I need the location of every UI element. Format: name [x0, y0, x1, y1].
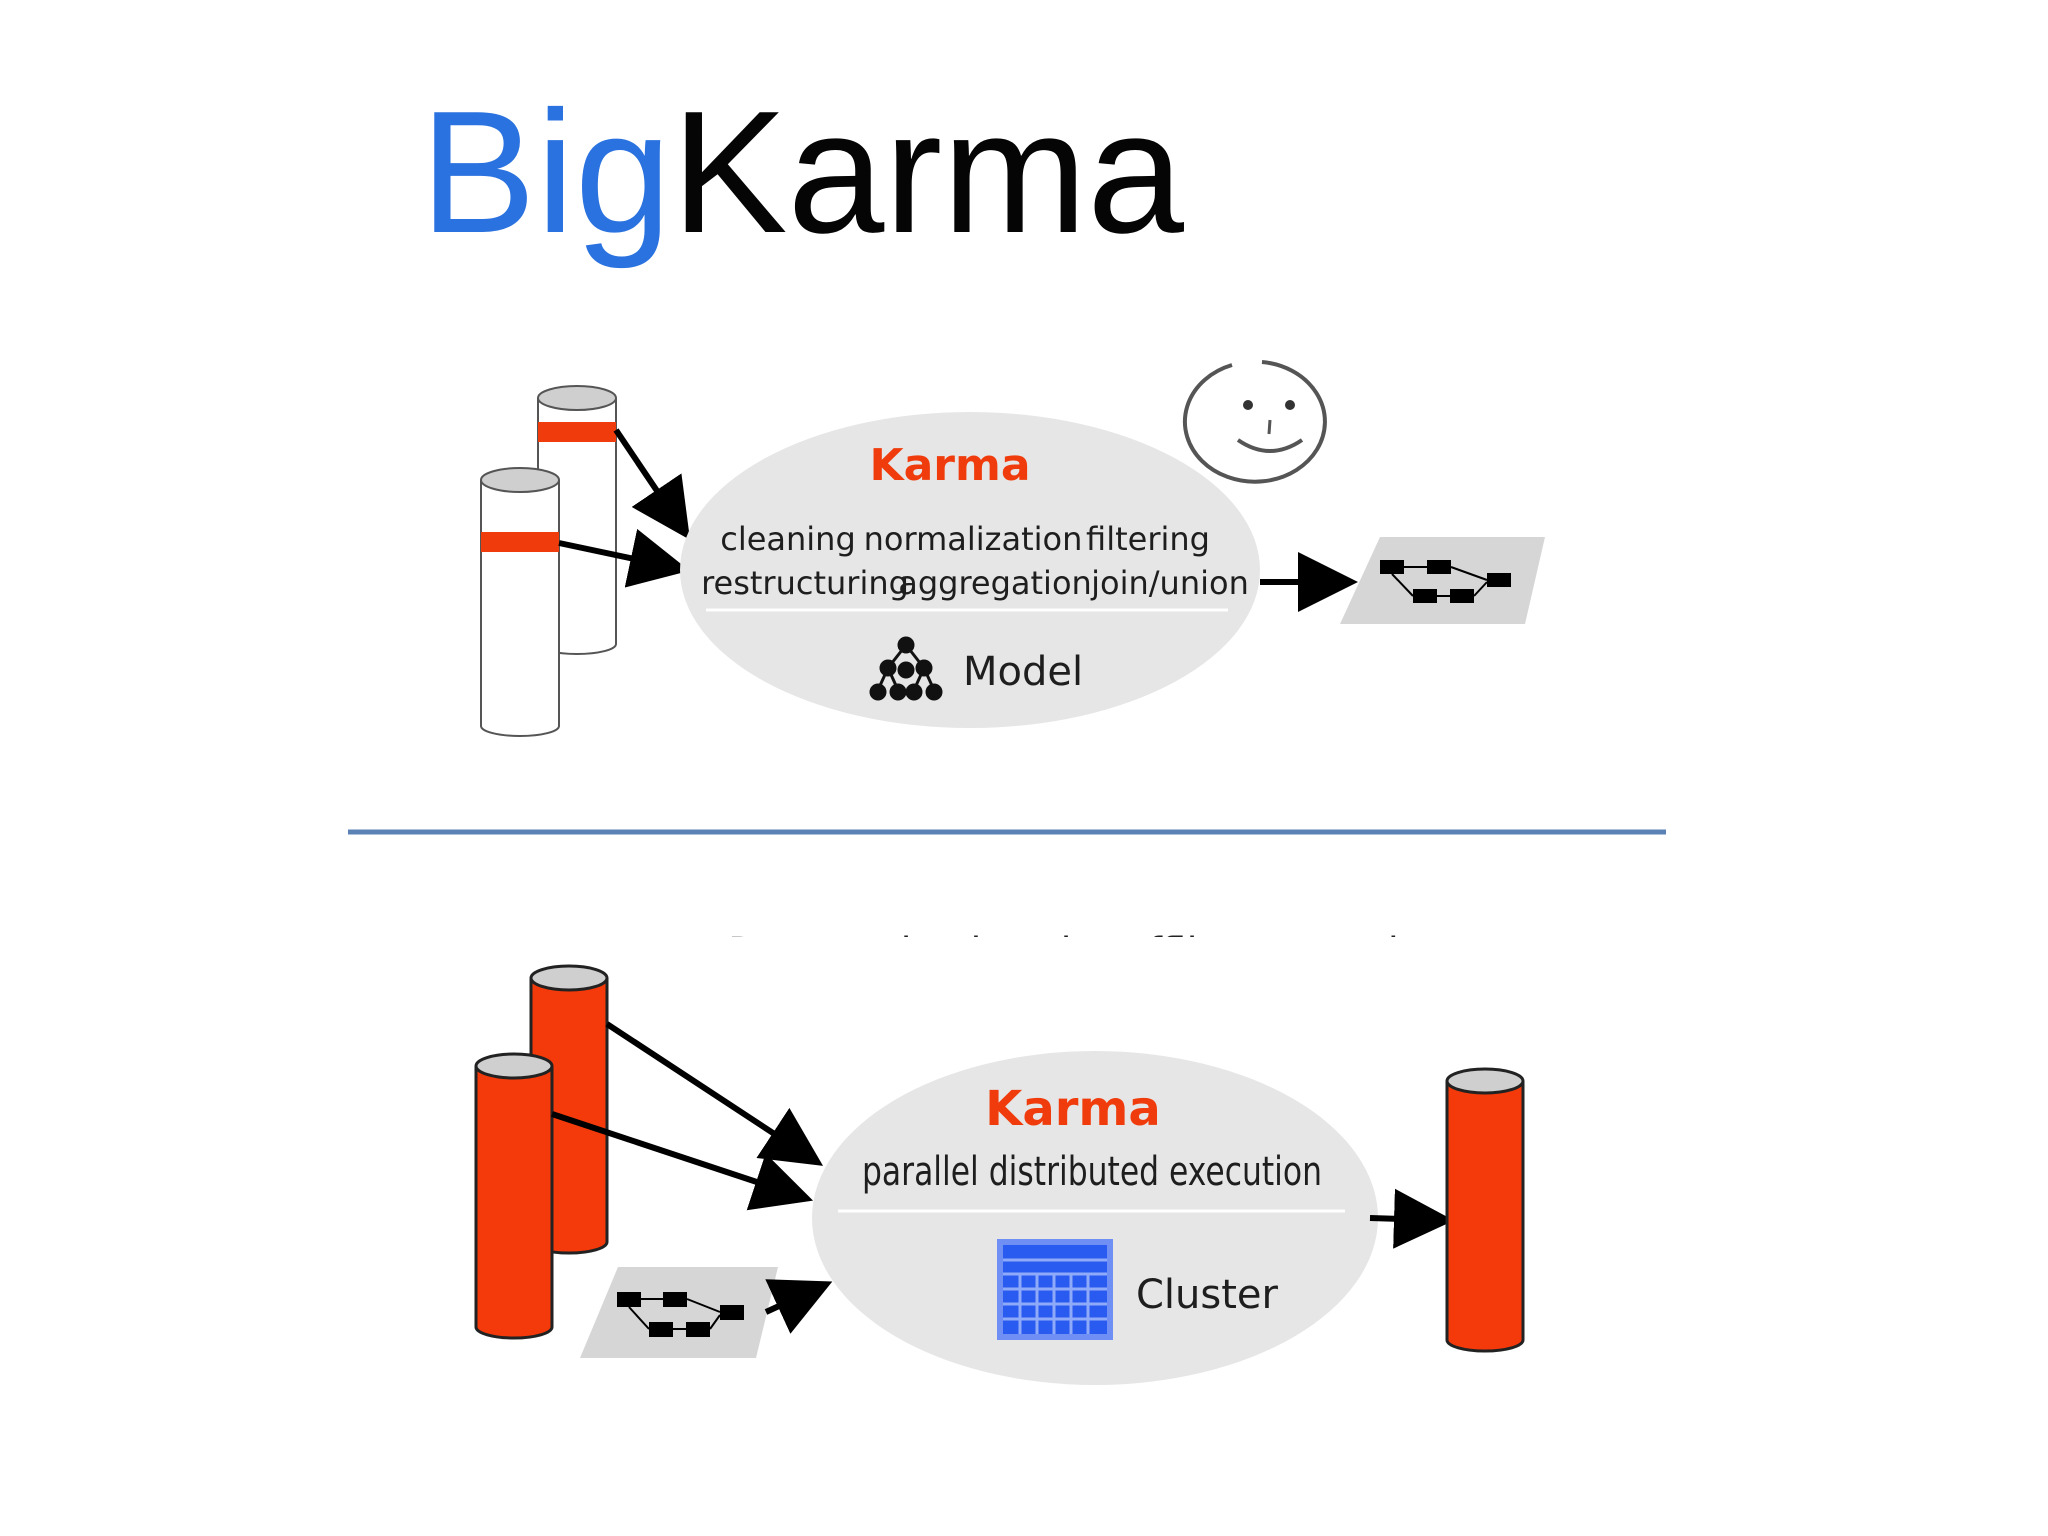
hierarchy-tree-icon — [869, 636, 943, 701]
karma-label: Karma — [869, 440, 1030, 491]
cut-off-caption-text: Data and using the offline control — [728, 930, 1399, 976]
op-filtering: filtering — [1086, 520, 1210, 558]
database-cylinder-icon — [480, 467, 560, 737]
input-arrow — [613, 428, 691, 540]
cluster-label: Cluster — [1136, 1272, 1279, 1318]
execution-label: parallel distributed execution — [862, 1149, 1322, 1195]
workflow-model-icon — [580, 1267, 778, 1358]
op-join-union: join/union — [1090, 564, 1249, 602]
cut-off-caption: Data and using the offline control — [728, 930, 1399, 976]
input-arrow — [558, 528, 690, 588]
op-restructuring: restructuring — [701, 564, 909, 602]
smiley-face-icon — [1183, 360, 1327, 484]
database-cylinder-icon — [1445, 1067, 1525, 1353]
title-brand-part: Big — [420, 74, 671, 269]
bottom-panel: Karma parallel distributed execution Clu… — [474, 964, 1525, 1385]
karma-engine-ellipse — [680, 412, 1260, 728]
op-aggregation: aggregation — [898, 564, 1092, 602]
title-rest-part: Karma — [671, 74, 1184, 269]
model-label: Model — [963, 649, 1083, 695]
karma-engine-ellipse — [812, 1051, 1378, 1385]
karma-label: Karma — [985, 1081, 1161, 1137]
page-title: BigKarma — [420, 74, 1184, 269]
output-arrow — [1369, 1188, 1454, 1249]
database-cylinder-icon — [474, 1052, 554, 1340]
model-arrow — [764, 1279, 833, 1334]
workflow-model-icon — [1340, 537, 1545, 624]
input-arrow — [551, 1111, 814, 1211]
op-normalization: normalization — [864, 520, 1083, 558]
top-panel: Karma cleaning normalization filtering r… — [480, 360, 1545, 737]
input-arrow — [605, 1021, 824, 1166]
op-cleaning: cleaning — [720, 520, 856, 558]
cluster-grid-icon — [997, 1239, 1113, 1340]
